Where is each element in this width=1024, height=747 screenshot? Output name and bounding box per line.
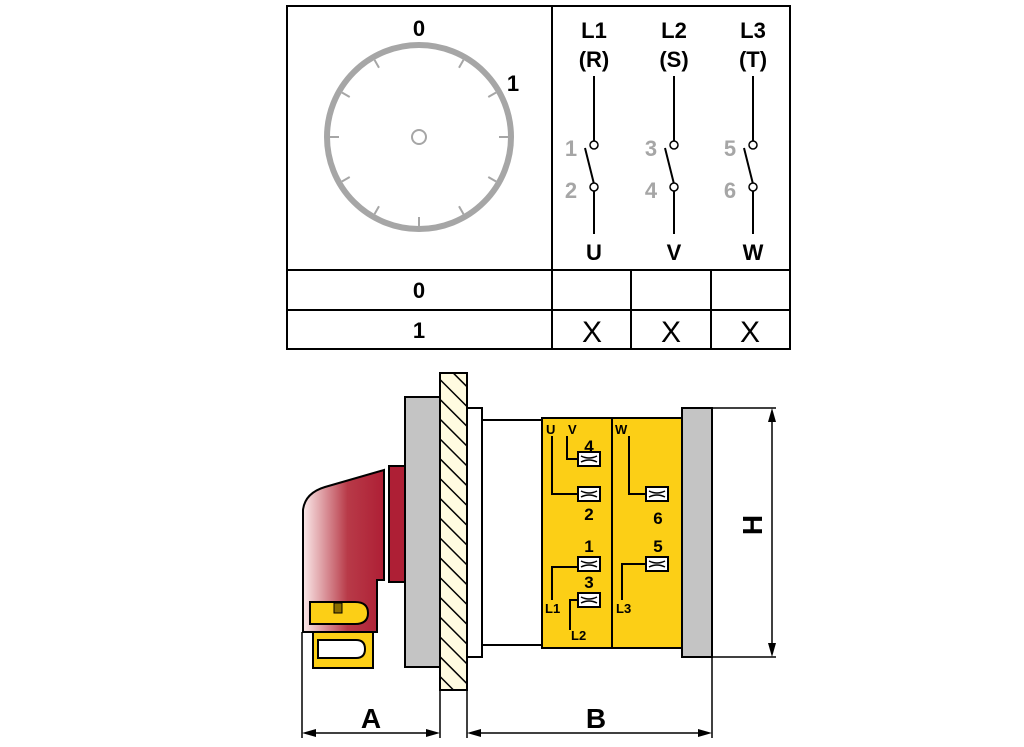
dial-tick <box>373 59 380 69</box>
switch-blade <box>743 147 754 185</box>
handle-collar <box>388 465 406 583</box>
front-plate <box>404 396 441 668</box>
phase-line-label: L2 <box>661 18 687 43</box>
contact-l2: L2 (S) V 3 4 <box>645 18 689 265</box>
dimension-arrows <box>302 408 776 737</box>
terminal-2: 2 <box>584 505 593 524</box>
rear-plate <box>681 407 713 658</box>
dial-tick <box>487 91 497 98</box>
phase-alt-label: (R) <box>579 47 610 72</box>
terminal-screw-icon <box>577 592 601 608</box>
terminal-screw-icon <box>645 486 669 502</box>
terminal-bottom-number: 6 <box>724 178 736 203</box>
dial-tick <box>487 176 497 183</box>
cell-l1-pos1: X <box>582 316 602 349</box>
label-u: U <box>546 422 555 437</box>
label-v: V <box>568 422 577 437</box>
dial-icon <box>324 42 514 232</box>
terminal-screw-icon <box>577 451 601 467</box>
phase-output-label: U <box>586 240 602 265</box>
dial-tick <box>373 205 380 215</box>
dial-tick <box>341 91 351 98</box>
phase-line-label: L3 <box>740 18 766 43</box>
dial-tick <box>458 59 465 69</box>
terminal-screw-icon <box>645 556 669 572</box>
dimension-a: A <box>361 703 381 734</box>
terminal-screw-icon <box>577 556 601 572</box>
terminal-screw-icon <box>577 486 601 502</box>
side-view <box>302 372 713 691</box>
label-l1: L1 <box>545 601 560 616</box>
dimension-lines <box>301 407 776 738</box>
switch-blade <box>664 147 675 185</box>
phase-alt-label: (T) <box>739 47 767 72</box>
row-position-0: 0 <box>413 278 425 303</box>
terminal-bottom-number: 4 <box>645 178 658 203</box>
cell-l2-pos1: X <box>661 316 681 349</box>
terminal-5: 5 <box>653 537 662 556</box>
label-l3: L3 <box>616 601 631 616</box>
terminal-4: 4 <box>584 437 594 456</box>
dial-position-0: 0 <box>413 16 425 41</box>
panel-section <box>439 372 468 691</box>
terminal-1: 1 <box>584 537 593 556</box>
terminal-6: 6 <box>653 509 662 528</box>
dial-position-1: 1 <box>507 71 519 96</box>
terminal-wiring <box>551 436 646 630</box>
terminal-top-number: 5 <box>724 136 736 161</box>
phase-output-label: W <box>743 240 764 265</box>
terminal-3: 3 <box>584 573 593 592</box>
dimension-h: H <box>737 515 768 535</box>
phase-alt-label: (S) <box>659 47 688 72</box>
contact-l3: L3 (T) W 5 6 <box>724 18 767 265</box>
terminal-bottom-number: 2 <box>565 178 577 203</box>
contact-l1: L1 (R) U 1 2 <box>565 18 609 265</box>
label-l2: L2 <box>571 628 586 643</box>
terminal-top-number: 3 <box>645 136 657 161</box>
phase-line-label: L1 <box>581 18 607 43</box>
terminal-top-number: 1 <box>565 136 577 161</box>
label-w: W <box>615 422 628 437</box>
switch-blade <box>584 147 595 185</box>
row-position-1: 1 <box>413 318 425 343</box>
dial-tick <box>341 176 351 183</box>
handle <box>302 468 385 633</box>
dimension-b: B <box>586 703 606 734</box>
dial-tick <box>458 205 465 215</box>
switching-table <box>286 5 791 350</box>
phase-output-label: V <box>667 240 682 265</box>
cell-l3-pos1: X <box>740 316 760 349</box>
